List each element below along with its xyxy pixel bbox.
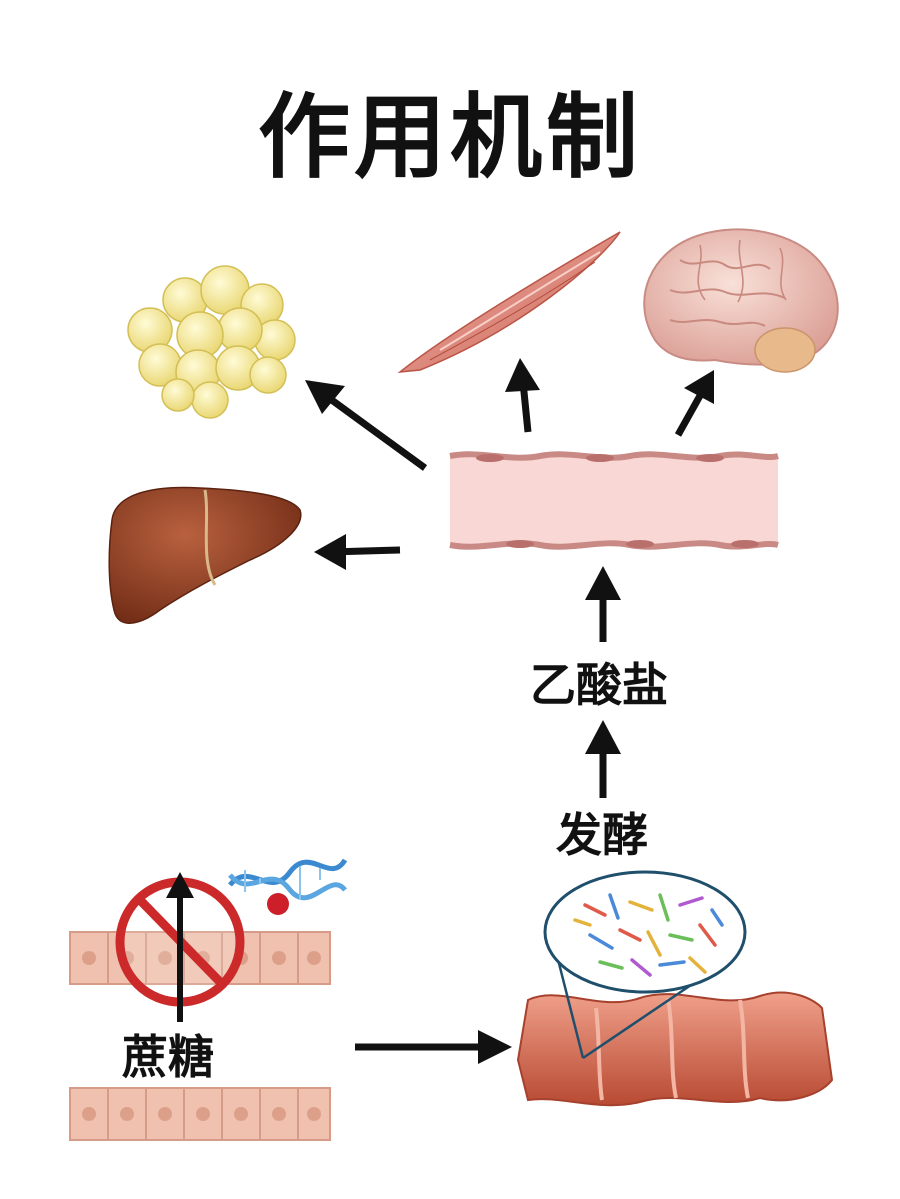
colon-icon [518,993,832,1106]
arrow-to-fat [305,380,425,468]
muscle-icon [400,232,620,372]
diagram-title: 作用机制 [0,92,900,184]
arrow-to-liver [314,534,400,570]
acetate-label: 乙酸盐 [530,662,668,708]
arrow-sucrose-to-colon [355,1030,512,1064]
dna-icon [230,860,345,915]
arrow-to-muscle [505,358,540,432]
sucrose-label: 蔗糖 [122,1034,214,1080]
fermentation-label: 发酵 [556,812,648,858]
liver-icon [109,487,301,623]
blood-vessel-icon [450,454,778,548]
fat-cells-icon [128,266,295,418]
arrow-fermentation-to-acetate [585,720,621,798]
arrow-acetate-to-vessel [585,566,621,642]
arrow-to-brain [678,370,714,435]
brain-icon [644,229,838,372]
